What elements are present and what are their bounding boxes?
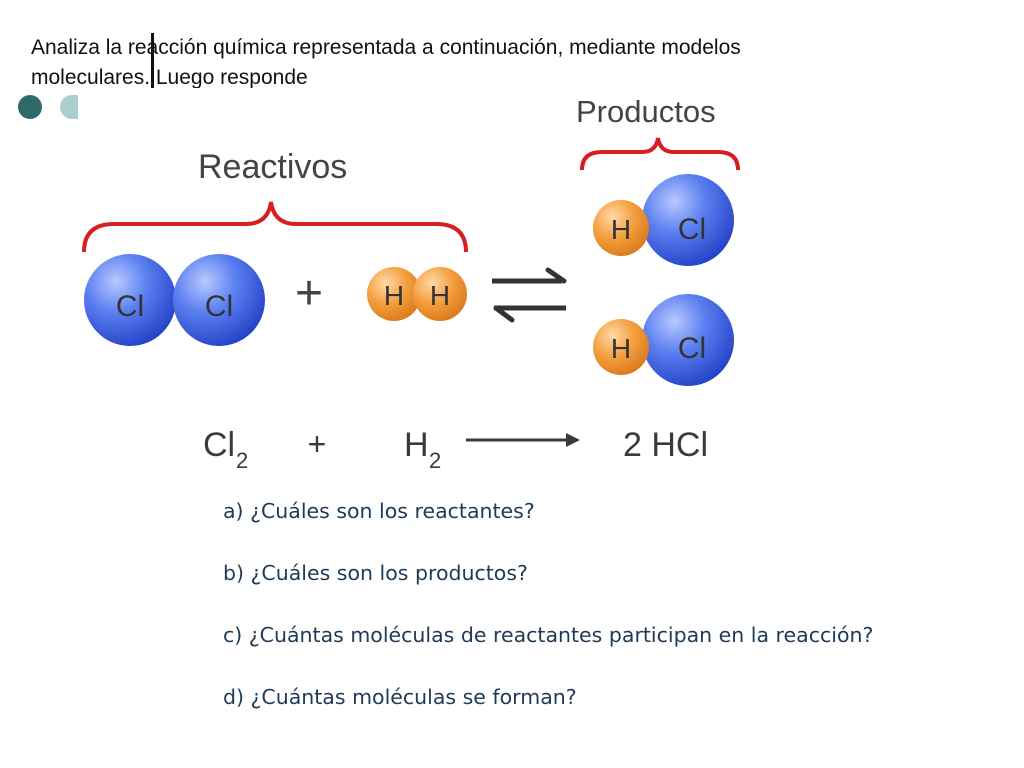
question-item: b) ¿Cuáles son los productos? [223,561,528,585]
chlorine-atom [173,254,265,346]
equation-plus: + [308,426,327,462]
chlorine-atom [642,294,734,386]
equation-symbol: H [404,426,429,464]
right-arrow-icon [466,433,580,447]
equation-symbol: Cl [203,426,235,464]
hcl-molecule: H Cl [593,294,734,386]
equation-subscript: 2 [236,448,248,473]
hcl-molecule: H Cl [593,174,734,266]
hydrogen-atom [593,319,649,375]
atom-label: H [611,333,631,364]
atom-label: Cl [116,290,144,323]
equation-product: 2 HCl [623,426,708,464]
question-item: d) ¿Cuántas moléculas se forman? [223,685,577,709]
atom-label: Cl [678,213,706,246]
reactants-header: Reactivos [198,148,347,186]
chlorine-atom [84,254,176,346]
products-header: Productos [576,94,716,129]
hydrogen-atom [593,200,649,256]
question-list: a) ¿Cuáles son los reactantes? b) ¿Cuále… [223,494,1013,742]
instruction-text: Analiza la reacción química representada… [31,36,741,89]
plus-sign: + [295,267,323,320]
chemical-equation: Cl 2 + H 2 2 HCl [203,426,708,473]
equation-reactant-h2: H [404,426,429,464]
equation-reactant-cl2: Cl [203,426,235,464]
h2-molecule: H H [367,267,467,321]
question-item: c) ¿Cuántas moléculas de reactantes part… [223,623,874,647]
cl2-molecule: Cl Cl [84,254,265,346]
equation-subscript: 2 [429,448,441,473]
atom-label: H [384,280,404,311]
atom-label: H [430,280,450,311]
chlorine-atom [642,174,734,266]
question-item: a) ¿Cuáles son los reactantes? [223,499,535,523]
hydrogen-atom [367,267,421,321]
bullet-dot-dark [18,95,42,119]
reactants-brace [82,201,468,253]
text-cursor [151,33,154,93]
hydrogen-atom [413,267,467,321]
atom-label: Cl [678,332,706,365]
bullet-dot-light [60,95,78,119]
atom-label: H [611,214,631,245]
products-brace [580,137,740,171]
equilibrium-arrows-icon [492,267,567,323]
atom-label: Cl [205,290,233,323]
